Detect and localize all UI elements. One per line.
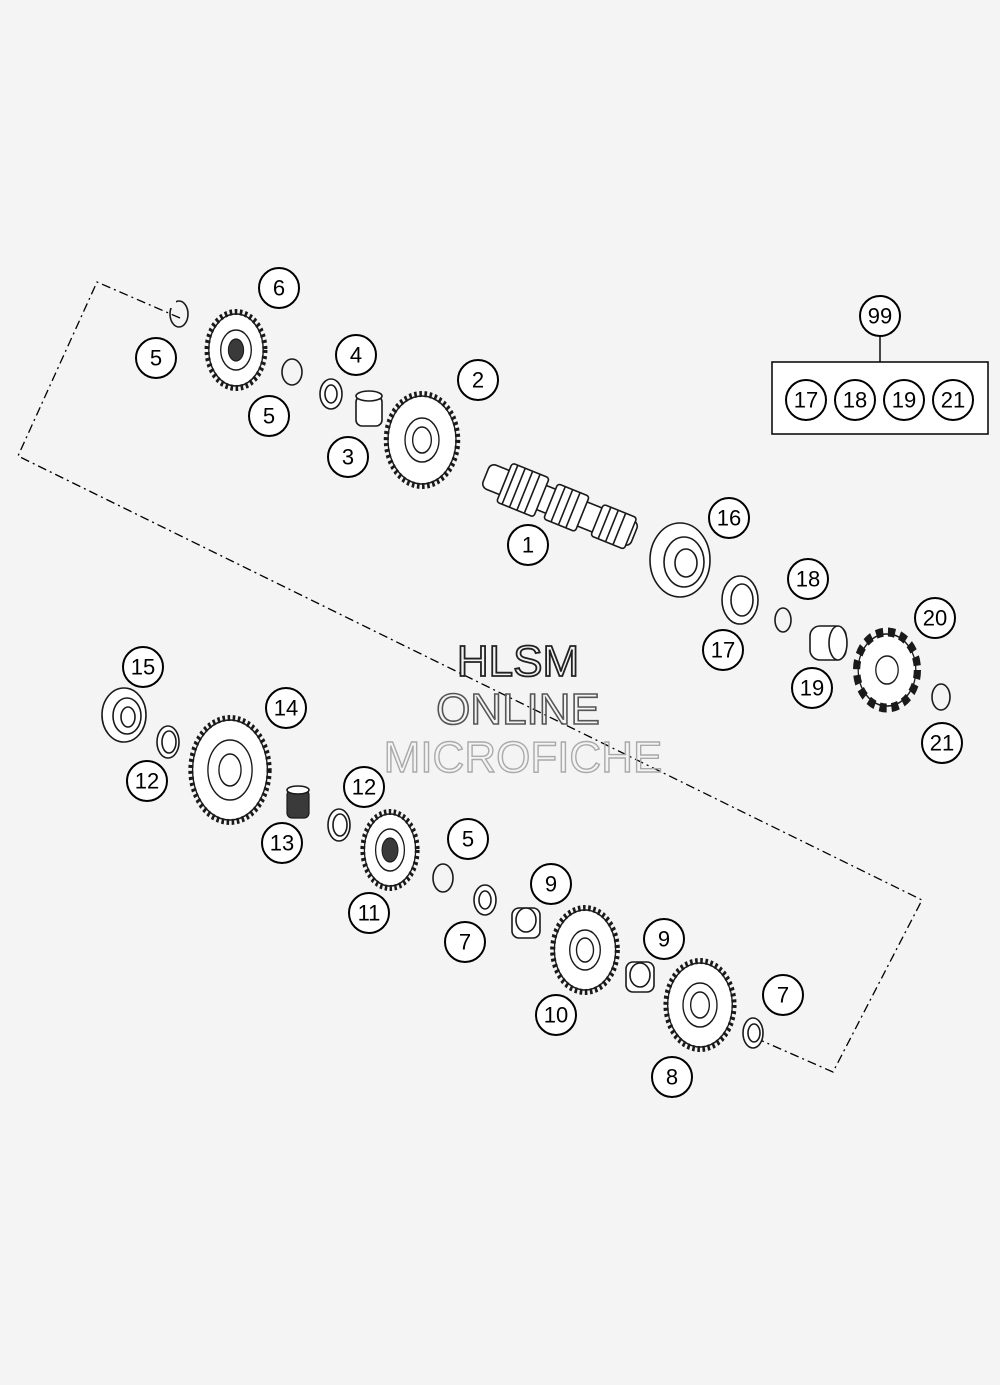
watermark-line-3: MICROFICHE <box>384 733 663 782</box>
callout-7a[interactable]: 7 <box>444 921 486 963</box>
kit-99-group: 99 17 18 19 21 <box>771 295 989 435</box>
callout-15[interactable]: 15 <box>122 646 164 688</box>
part-washer-7a <box>473 884 497 916</box>
svg-text:17: 17 <box>711 638 735 663</box>
part-bearing-15 <box>101 687 147 743</box>
callout-8[interactable]: 8 <box>651 1056 693 1098</box>
svg-text:3: 3 <box>342 445 354 470</box>
svg-text:8: 8 <box>666 1065 678 1090</box>
callout-18[interactable]: 18 <box>787 558 829 600</box>
callout-5b[interactable]: 5 <box>248 395 290 437</box>
watermark: HLSM ONLINE MICROFICHE <box>383 636 663 783</box>
callout-7b[interactable]: 7 <box>762 974 804 1016</box>
part-gear-2 <box>383 391 461 489</box>
callout-12a[interactable]: 12 <box>126 760 168 802</box>
callout-6[interactable]: 6 <box>258 267 300 309</box>
svg-text:19: 19 <box>892 388 916 413</box>
part-needle-bearing-13 <box>286 785 310 819</box>
callout-9a[interactable]: 9 <box>530 863 572 905</box>
callout-10[interactable]: 10 <box>535 994 577 1036</box>
part-bushing-3 <box>355 390 383 427</box>
part-washer-4 <box>319 378 343 410</box>
svg-text:13: 13 <box>270 831 294 856</box>
svg-text:7: 7 <box>459 930 471 955</box>
svg-text:15: 15 <box>131 655 155 680</box>
part-gear-6 <box>204 309 268 391</box>
svg-text:9: 9 <box>658 927 670 952</box>
callout-9b[interactable]: 9 <box>643 918 685 960</box>
part-seal-17 <box>721 575 759 625</box>
callout-5c[interactable]: 5 <box>447 818 489 860</box>
svg-text:14: 14 <box>274 696 298 721</box>
svg-text:7: 7 <box>777 983 789 1008</box>
callout-12b[interactable]: 12 <box>343 766 385 808</box>
kit-member-19[interactable]: 19 <box>883 379 925 421</box>
kit-member-18[interactable]: 18 <box>834 379 876 421</box>
part-circlip-21 <box>931 683 951 711</box>
svg-text:17: 17 <box>794 388 818 413</box>
part-bearing-16 <box>649 522 711 598</box>
kit-member-21[interactable]: 21 <box>932 379 974 421</box>
part-bushing-9a <box>511 907 541 939</box>
callout-2[interactable]: 2 <box>457 359 499 401</box>
part-gear-11 <box>360 809 420 891</box>
callout-20[interactable]: 20 <box>914 597 956 639</box>
callout-16[interactable]: 16 <box>708 497 750 539</box>
callout-99[interactable]: 99 <box>859 295 901 337</box>
svg-text:16: 16 <box>717 506 741 531</box>
callout-17[interactable]: 17 <box>702 629 744 671</box>
svg-text:99: 99 <box>868 304 892 329</box>
callout-11[interactable]: 11 <box>348 892 390 934</box>
svg-text:21: 21 <box>941 388 965 413</box>
part-washer-12b <box>327 808 351 842</box>
svg-text:19: 19 <box>800 676 824 701</box>
svg-text:5: 5 <box>150 346 162 371</box>
svg-text:5: 5 <box>462 827 474 852</box>
callout-21[interactable]: 21 <box>921 722 963 764</box>
svg-text:9: 9 <box>545 872 557 897</box>
svg-text:12: 12 <box>352 775 376 800</box>
part-circlip-5a <box>169 300 189 328</box>
svg-text:18: 18 <box>796 567 820 592</box>
svg-text:1: 1 <box>522 533 534 558</box>
part-oring-18 <box>774 607 792 633</box>
callout-4[interactable]: 4 <box>335 334 377 376</box>
part-sprocket-20 <box>852 627 922 713</box>
kit-member-17[interactable]: 17 <box>785 379 827 421</box>
part-gear-8 <box>663 958 737 1052</box>
svg-text:11: 11 <box>358 901 381 926</box>
callout-3[interactable]: 3 <box>327 436 369 478</box>
part-gear-14 <box>188 715 272 825</box>
callout-14[interactable]: 14 <box>265 687 307 729</box>
svg-text:6: 6 <box>273 276 285 301</box>
part-spacer-19 <box>809 625 848 661</box>
part-gear-10 <box>550 905 620 995</box>
svg-text:18: 18 <box>843 388 867 413</box>
part-washer-7b <box>742 1017 764 1049</box>
svg-text:21: 21 <box>930 731 954 756</box>
svg-text:12: 12 <box>135 769 159 794</box>
callout-5a[interactable]: 5 <box>135 337 177 379</box>
watermark-line-2: ONLINE <box>436 685 600 734</box>
part-circlip-5c <box>432 863 454 893</box>
callout-1[interactable]: 1 <box>507 524 549 566</box>
part-circlip-5b <box>281 358 303 386</box>
part-bushing-9b <box>625 961 655 993</box>
callout-13[interactable]: 13 <box>261 822 303 864</box>
assembly-outline <box>17 281 923 1073</box>
part-washer-12a <box>156 725 180 759</box>
svg-text:5: 5 <box>263 404 275 429</box>
svg-text:4: 4 <box>350 343 362 368</box>
svg-text:20: 20 <box>923 606 947 631</box>
watermark-line-1: HLSM <box>457 637 579 686</box>
svg-text:10: 10 <box>544 1003 568 1028</box>
part-mainshaft-1 <box>481 463 639 550</box>
svg-text:2: 2 <box>472 368 484 393</box>
callout-19[interactable]: 19 <box>791 667 833 709</box>
